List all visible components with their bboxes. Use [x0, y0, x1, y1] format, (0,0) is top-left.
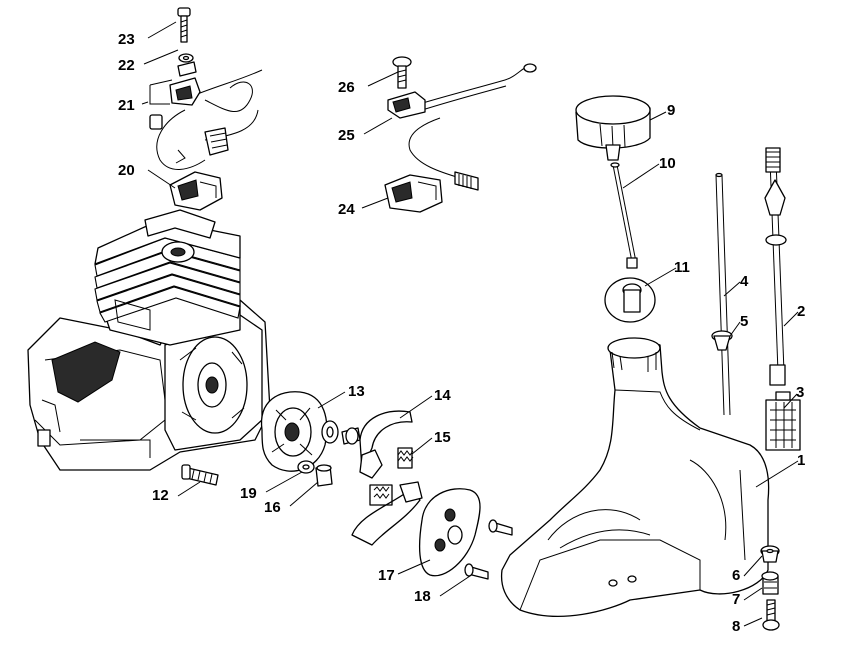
callout-14: 14 [434, 387, 451, 404]
callout-16: 16 [264, 499, 281, 516]
callout-3: 3 [796, 384, 804, 401]
engine-block [27, 209, 271, 471]
fuel-cap-9 [575, 95, 651, 161]
callout-9: 9 [667, 102, 675, 119]
washers-13 [321, 420, 361, 445]
fuel-filter-3 [765, 391, 801, 451]
screw-18b [464, 563, 489, 580]
fuel-hose-2 [764, 147, 787, 386]
fuel-tank-1 [500, 337, 770, 617]
callout-21: 21 [118, 97, 135, 114]
leader-lines [141, 21, 799, 627]
screw-26 [392, 56, 412, 89]
bushing-16 [315, 464, 333, 487]
washer-22 [177, 53, 197, 77]
filter-holder-11 [604, 277, 656, 323]
callout-10: 10 [659, 155, 676, 172]
callout-18: 18 [414, 588, 431, 605]
fan-wheel-13 [260, 391, 328, 472]
ignition-wiring [149, 69, 263, 170]
throttle-cable [399, 63, 537, 191]
callout-5: 5 [740, 313, 748, 330]
callout-7: 7 [732, 591, 740, 608]
callout-17: 17 [378, 567, 395, 584]
callout-8: 8 [732, 618, 740, 635]
callout-13: 13 [348, 383, 365, 400]
housing-24 [384, 174, 443, 213]
callout-4: 4 [740, 273, 749, 290]
grommet-5 [711, 330, 733, 351]
bracket-25 [387, 91, 426, 119]
clutch-shoe-14 [359, 410, 413, 479]
washer-19 [297, 460, 315, 474]
ignition-module-20 [169, 171, 223, 211]
carrier-plate-17 [418, 488, 481, 577]
callout-22: 22 [118, 57, 135, 74]
clutch-shoes-17 [351, 481, 423, 546]
callout-12: 12 [152, 487, 169, 504]
callout-24: 24 [338, 201, 355, 218]
callout-23: 23 [118, 31, 135, 48]
callout-20: 20 [118, 162, 135, 179]
callout-6: 6 [732, 567, 740, 584]
callout-25: 25 [338, 127, 355, 144]
screw-23 [177, 7, 191, 43]
screw-8 [762, 599, 780, 631]
hose-4 [715, 172, 731, 416]
screw-12 [181, 464, 219, 486]
callout-11: 11 [674, 259, 690, 276]
spring-15 [397, 447, 414, 469]
screw-18a [488, 519, 513, 536]
grommet-6 [760, 545, 780, 563]
vent-hose-10 [610, 162, 638, 269]
callout-15: 15 [434, 429, 451, 446]
callout-1: 1 [797, 452, 805, 469]
ignition-bracket-21 [169, 77, 201, 106]
callouts: 23 22 21 20 26 25 24 9 10 11 4 5 2 3 1 6… [118, 31, 805, 635]
callout-19: 19 [240, 485, 257, 502]
sleeve-7 [761, 571, 779, 595]
callout-26: 26 [338, 79, 355, 96]
callout-2: 2 [797, 303, 805, 320]
